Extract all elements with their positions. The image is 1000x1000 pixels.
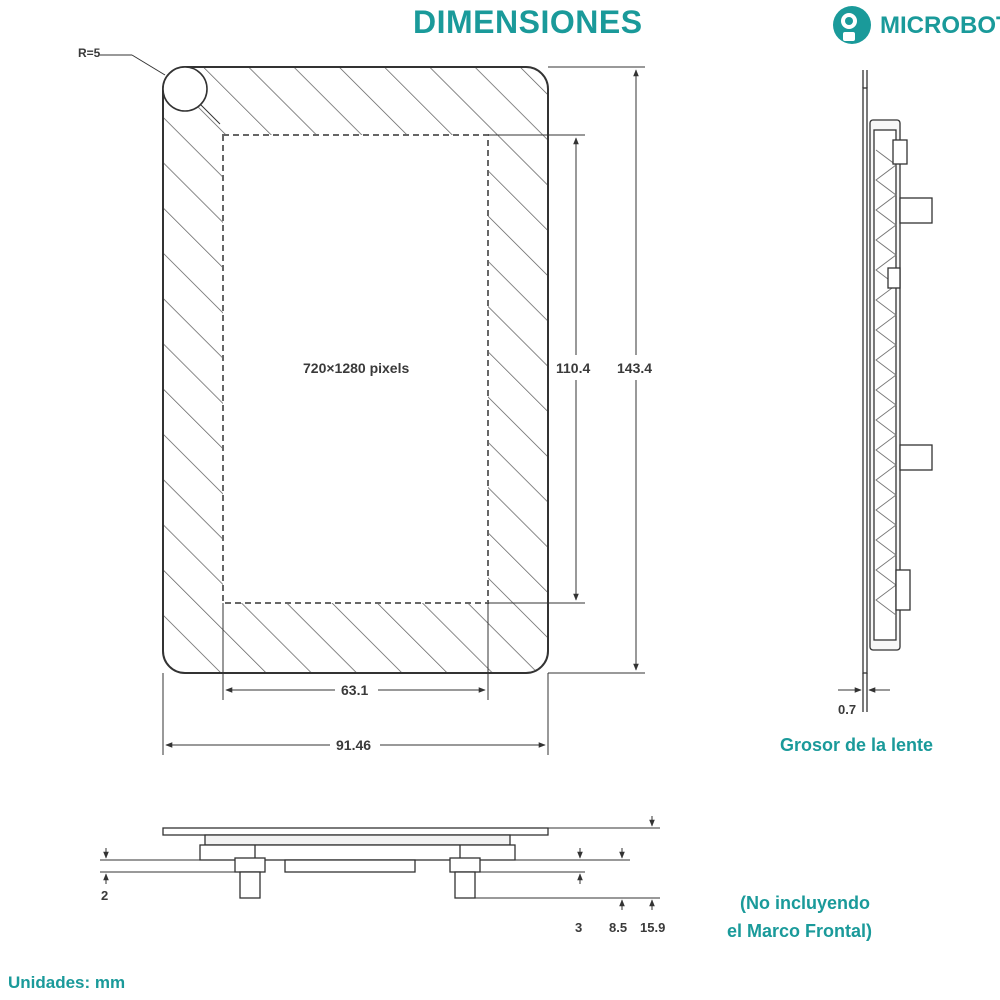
bottom-view	[100, 816, 660, 910]
page-title: DIMENSIONES	[413, 4, 643, 40]
active-area	[222, 134, 489, 604]
bottom-dim-3: 3	[575, 920, 583, 935]
brand-name: MICROBOT	[880, 12, 1000, 39]
note-line-1: (No incluyendo	[740, 893, 870, 913]
note-line-2: el Marco Frontal)	[727, 921, 873, 941]
radius-label: R=5	[78, 46, 101, 60]
bottom-dim-15-9: 15.9	[640, 920, 666, 935]
active-width-label: 63.1	[341, 682, 369, 698]
lens-thickness-label: 0.7	[838, 702, 857, 717]
front-view	[100, 54, 645, 755]
outer-height-label: 143.4	[617, 360, 653, 376]
bottom-dim-8-5: 8.5	[609, 920, 628, 935]
units-label: Unidades: mm	[8, 973, 126, 992]
robot-head-logo-icon	[833, 6, 871, 44]
bottom-dim-2: 2	[101, 888, 109, 903]
side-view	[838, 70, 933, 712]
resolution-label: 720×1280 pixels	[303, 360, 410, 376]
lens-thickness-caption: Grosor de la lente	[780, 735, 934, 755]
active-height-label: 110.4	[556, 360, 591, 376]
outer-width-label: 91.46	[336, 737, 372, 753]
radius-circle	[162, 66, 208, 112]
